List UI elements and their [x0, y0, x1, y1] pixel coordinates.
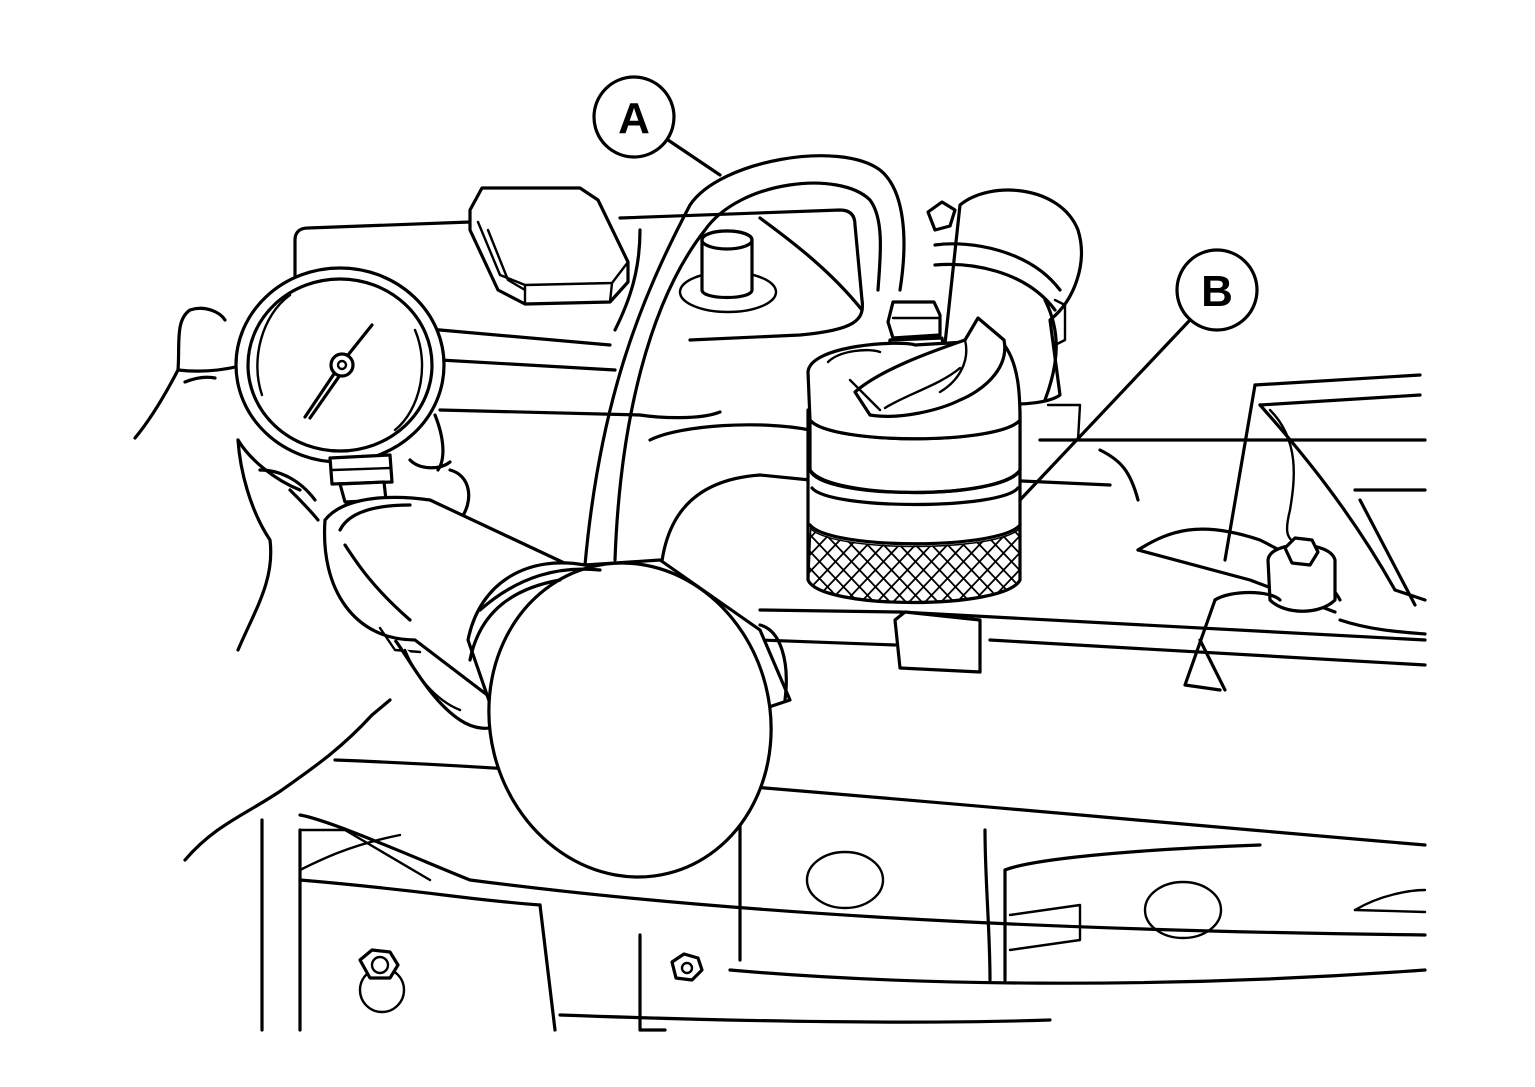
callout-a: A	[592, 75, 722, 177]
front-cross-member	[758, 438, 1427, 674]
radiator-support-panel	[260, 758, 1427, 1032]
ignition-coil-boss	[678, 229, 778, 314]
callout-b-label: B	[1201, 267, 1233, 316]
bolt-icon	[358, 948, 406, 1014]
pressure-gauge-icon	[234, 266, 446, 504]
tester-hose	[583, 154, 906, 567]
callout-a-label: A	[618, 94, 650, 143]
callout-b: B	[1018, 248, 1259, 502]
hand-icon	[133, 306, 471, 862]
radiator-adapter	[466, 558, 792, 879]
oil-filler-cap	[468, 186, 630, 306]
bolt-icon	[670, 952, 704, 982]
hood-latch-bracket	[1136, 373, 1427, 692]
